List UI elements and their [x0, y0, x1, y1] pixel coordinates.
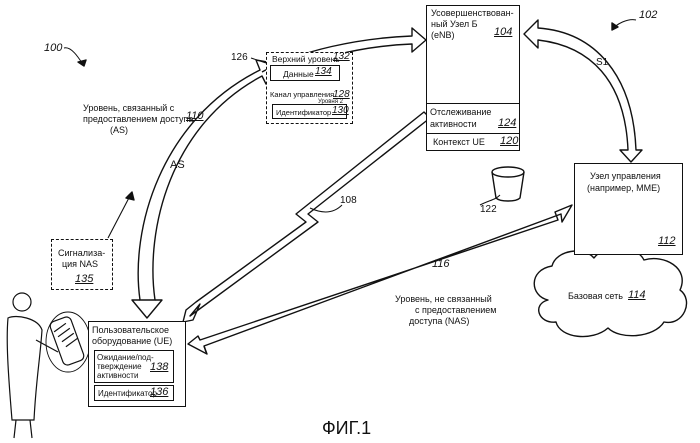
ue-inactivity-line3: активности [97, 371, 138, 381]
core-network-ref: 114 [628, 290, 646, 300]
identifier-label: Идентификатор [276, 108, 331, 118]
enb-title-line3: (eNB) [431, 30, 455, 40]
mme-title-line1: Узел управления [590, 171, 661, 181]
nas-level-label-line1: Уровень, не связанный [395, 294, 492, 304]
leader-100-head [78, 60, 86, 66]
nas-level-ref: 116 [432, 259, 450, 269]
ue-title-line1: Пользовательское [92, 325, 169, 335]
upper-level-ref: 132 [333, 52, 350, 62]
as-link-arrow-bottom [132, 300, 162, 318]
activity-tracking-ref: 124 [498, 118, 516, 128]
core-network-label: Базовая сеть [568, 291, 623, 301]
ue-context-ref: 120 [500, 136, 518, 146]
s1-label: S1 [596, 58, 608, 68]
user-figure [7, 293, 58, 438]
figure-caption: ФИГ.1 [322, 418, 371, 438]
leader-126 [251, 58, 266, 63]
figure-ref-100: 100 [44, 43, 62, 53]
ue-identifier-label: Идентификатор [98, 389, 157, 399]
nas-signaling-ref: 135 [75, 274, 93, 284]
enb-title-line2: ный Узел Б [431, 19, 478, 29]
nas-level-label-line2: с предоставлением [415, 305, 497, 315]
mme-ref: 112 [658, 236, 676, 246]
as-link-arrow [138, 60, 278, 300]
as-level-ref: 110 [186, 111, 204, 121]
identifier-ref: 130 [332, 106, 349, 116]
nas-signaling-line1: Сигнализа- [58, 248, 105, 258]
mme-title-line2: (например, MME) [587, 183, 660, 193]
data-ref: 134 [315, 67, 332, 77]
nas-signaling-line2: ция NAS [62, 259, 98, 269]
as-arrow-label: AS [170, 160, 185, 170]
as-level-label-line3: (AS) [110, 125, 128, 135]
protocol-stack-ref: 126 [231, 53, 248, 63]
bucket-ref: 122 [480, 205, 497, 215]
as-level-label-line2: предоставлением доступа [83, 114, 193, 124]
nas-level-label-line3: доступа (NAS) [409, 316, 469, 326]
s1-link-arrow [524, 20, 642, 162]
enb-title-line1: Усовершенствован- [431, 8, 514, 18]
handset-icon [49, 316, 85, 367]
data-label: Данные [283, 69, 314, 79]
nas-link-arrow-inner [204, 346, 206, 352]
link-108-label: 108 [340, 196, 357, 206]
enb-ref: 104 [494, 27, 512, 37]
activity-tracking-line2: активности [430, 119, 477, 129]
leader-102-head [612, 23, 618, 30]
bucket-rim [492, 167, 524, 177]
upper-level-label: Верхний уровень [272, 54, 340, 64]
lightning-link-108 [183, 112, 430, 322]
ue-context-label: Контекст UE [433, 137, 485, 147]
ue-title-line2: оборудование (UE) [92, 336, 172, 346]
nas-link-arrow [188, 205, 572, 354]
activity-tracking-line1: Отслеживание [430, 107, 491, 117]
ue-inactivity-ref: 138 [150, 362, 168, 372]
as-level-label-line1: Уровень, связанный с [83, 103, 174, 113]
nas-signaling-arrowhead [126, 192, 134, 200]
ue-identifier-ref: 136 [150, 387, 168, 397]
control-channel-ref: 128 [333, 90, 350, 100]
figure-ref-102: 102 [639, 10, 657, 20]
